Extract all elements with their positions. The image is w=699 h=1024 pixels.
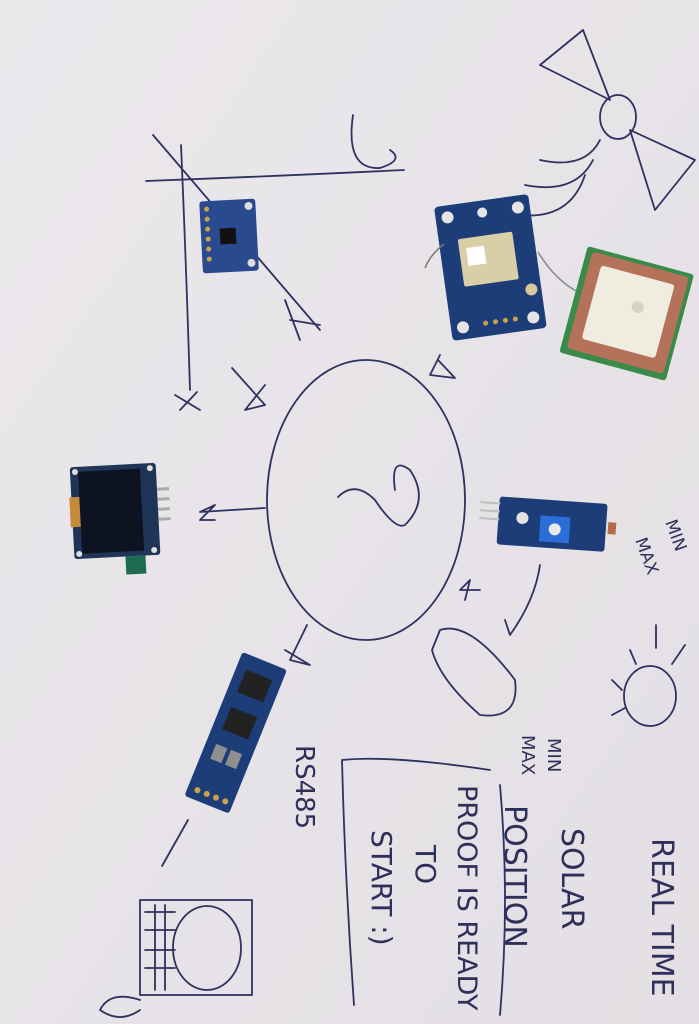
note-max: MAX xyxy=(517,735,538,775)
note-position: POSITION xyxy=(497,805,532,948)
gps-antenna xyxy=(559,246,694,381)
rs485-module xyxy=(185,652,287,813)
note-real-time: REAL TIME xyxy=(644,838,679,997)
note-start: START :) xyxy=(365,830,398,946)
satellite-sketch xyxy=(519,29,696,217)
light-sensor-module xyxy=(479,496,617,552)
handwritten-notes: REAL TIME SOLAR POSITION PROOF IS READY … xyxy=(289,517,690,1011)
gps-module xyxy=(434,194,547,341)
bracket-sketch xyxy=(161,757,506,1016)
antenna-cable xyxy=(424,243,445,269)
central-circle-sketch xyxy=(199,354,541,717)
note-solar: SOLAR xyxy=(554,828,589,929)
note-to: TO xyxy=(409,844,442,884)
device-sketch xyxy=(99,899,253,1018)
note-proof-is-ready: PROOF IS READY xyxy=(451,785,482,1011)
antenna-cable-2 xyxy=(537,251,579,293)
gyro-module xyxy=(199,198,259,274)
sun-sketch xyxy=(611,624,686,727)
oled-display-module xyxy=(69,462,171,575)
note-rs485: RS485 xyxy=(289,745,319,829)
note-min: MIN xyxy=(543,738,564,772)
